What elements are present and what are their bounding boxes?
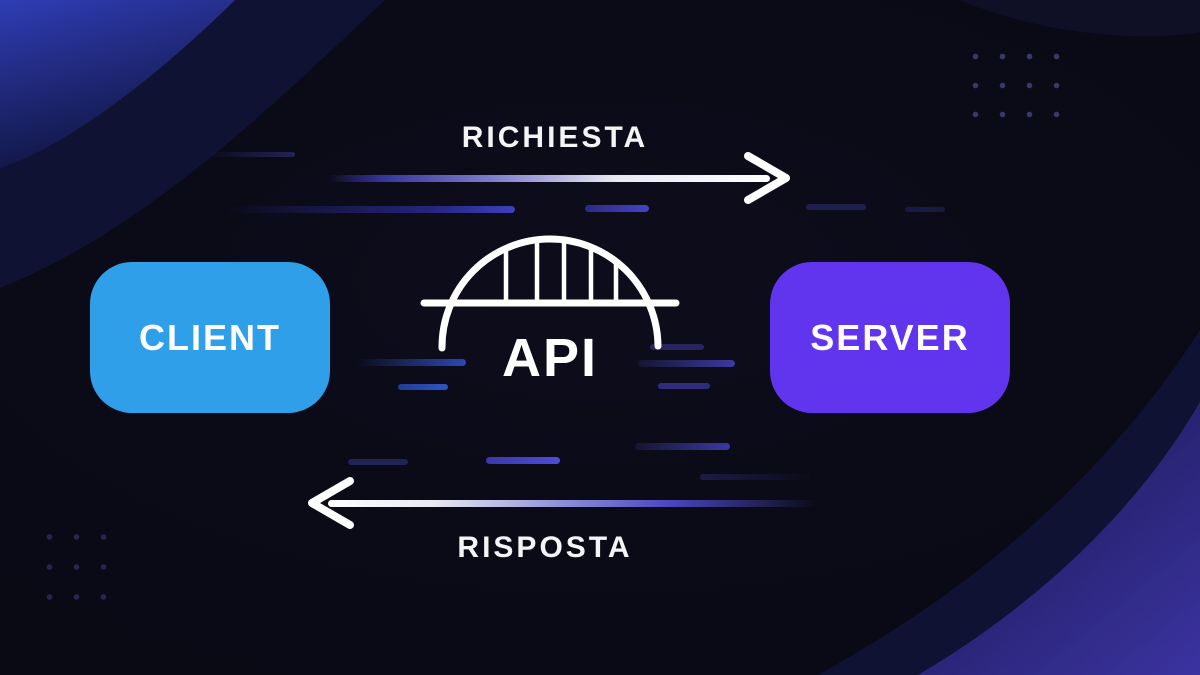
speed-line bbox=[356, 359, 466, 366]
wave-top-right-faint bbox=[960, 0, 1200, 37]
dot-grid-top-right bbox=[962, 42, 1074, 130]
dot-grid-bottom-left bbox=[36, 522, 122, 614]
speed-line bbox=[700, 474, 812, 480]
client-label: CLIENT bbox=[139, 316, 281, 358]
arrow-right-icon bbox=[744, 152, 790, 204]
speed-line bbox=[228, 206, 515, 213]
arrow-left-icon bbox=[308, 477, 354, 529]
speed-line bbox=[658, 383, 710, 389]
speed-line bbox=[806, 204, 866, 210]
wave-top-left-bright bbox=[0, 0, 235, 168]
request-arrow-line bbox=[328, 175, 770, 182]
speed-line bbox=[348, 459, 408, 465]
speed-line bbox=[486, 457, 560, 464]
api-label: API bbox=[501, 328, 599, 388]
server-label: SERVER bbox=[810, 316, 970, 358]
speed-line bbox=[905, 207, 945, 212]
bridge-icon bbox=[420, 235, 680, 352]
speed-line bbox=[585, 205, 649, 212]
request-label: RICHIESTA bbox=[461, 121, 649, 154]
speed-line bbox=[635, 443, 730, 450]
response-arrow-line bbox=[328, 500, 816, 507]
server-node: SERVER bbox=[770, 262, 1010, 413]
response-label: RISPOSTA bbox=[457, 531, 633, 564]
speed-line bbox=[638, 360, 735, 367]
speed-line bbox=[398, 384, 448, 390]
speed-line bbox=[207, 152, 295, 157]
speed-line bbox=[650, 344, 704, 350]
client-node: CLIENT bbox=[90, 262, 330, 413]
wave-bottom-right-bright bbox=[918, 402, 1200, 675]
